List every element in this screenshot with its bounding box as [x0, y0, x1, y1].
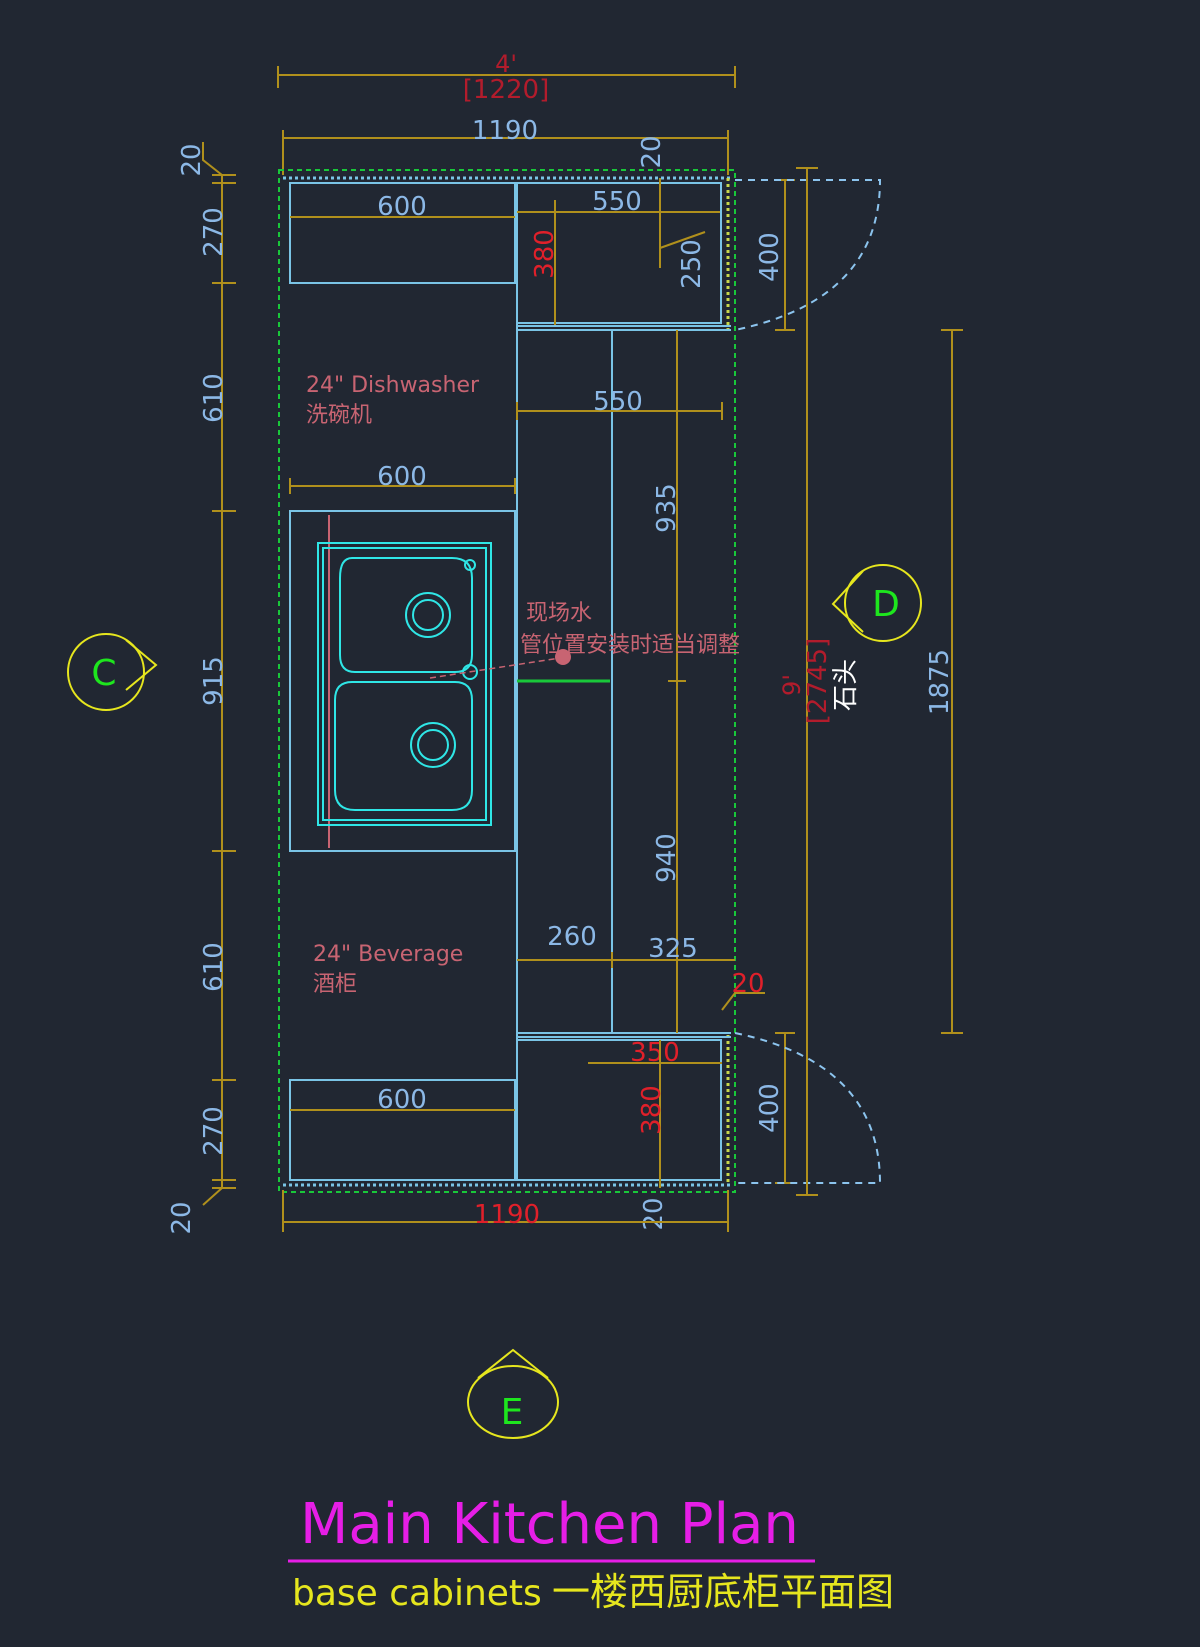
left-dimension-chain: 20 270 610 915 610 270 20 [167, 142, 236, 1235]
dim-top-right-depth-text: 380 [530, 229, 560, 279]
countertop-outline [278, 169, 736, 1193]
cabinet-bottom-left [289, 1079, 516, 1181]
right-length-imperial: 9' [778, 674, 806, 696]
dim-top-right-door-text: 400 [755, 232, 785, 282]
view-marker-e-letter: E [501, 1392, 524, 1433]
dim-top-left-width-text: 600 [377, 192, 427, 222]
dishwasher-label-cn: 洗碗机 [306, 403, 372, 428]
inner-width-top-label: 1190 [472, 116, 538, 146]
left-dim-bottom-gap: 20 [167, 1201, 197, 1234]
cabinet-layout [289, 182, 731, 1181]
dim-bottom-left-width: 600 [290, 1085, 515, 1115]
door-swing-bottom [734, 1032, 882, 1184]
right-length-metric: [2745] [803, 638, 833, 724]
left-dim-610-bottom: 610 [199, 942, 229, 992]
overall-width-imperial: 4' [495, 50, 517, 78]
dim-middle-width-text: 550 [593, 387, 643, 417]
beverage-label-cn: 酒柜 [313, 972, 357, 997]
dim-lower-gap-text: 20 [731, 969, 764, 999]
left-dim-610-top: 610 [199, 373, 229, 423]
overall-width-metric: [1220] [463, 75, 549, 105]
cabinet-bottom-right [516, 1039, 722, 1181]
double-sink [317, 515, 571, 848]
dim-bottom-right-depth-text: 380 [637, 1085, 667, 1135]
dim-bottom-left-width-text: 600 [377, 1085, 427, 1115]
dim-lower-left-text: 260 [547, 922, 597, 952]
door-swing-top [734, 179, 882, 331]
plan-subtitle-en: base cabinets [292, 1573, 542, 1614]
beverage-label: 24" Beverage [313, 942, 463, 967]
cabinet-top-right [516, 182, 722, 324]
left-dim-270-top: 270 [199, 207, 229, 257]
view-marker-c-letter: C [91, 653, 116, 694]
dim-top-right-gap-text: 20 [637, 135, 667, 168]
sink-cabinet [289, 510, 516, 852]
dim-bottom-right-gap-text: 20 [639, 1197, 669, 1230]
dim-top-left-width: 600 [290, 192, 515, 222]
dim-top-right-side-text: 250 [677, 239, 707, 289]
dim-top-right: 550 380 250 20 400 [517, 135, 795, 331]
view-marker-e: E [467, 1348, 559, 1439]
dim-middle-lengths: 935 940 [652, 330, 686, 1033]
dim-sink-cabinet-width: 600 [289, 462, 516, 494]
dim-lower-right-text: 325 [648, 934, 698, 964]
left-dim-270-bottom: 270 [199, 1106, 229, 1156]
plan-subtitle-cn: 一楼西厨底柜平面图 [552, 1570, 894, 1614]
water-note-line-2: 管位置安装时适当调整 [520, 633, 740, 658]
dim-middle-upper-text: 935 [652, 483, 682, 533]
view-marker-c: C [67, 633, 158, 711]
right-overall-dimension: 9' [2745] 石头 [778, 167, 861, 1196]
plan-title: Main Kitchen Plan [300, 1492, 799, 1557]
inner-width-bottom-text: 1190 [474, 1200, 540, 1230]
dim-sink-cabinet-width-text: 600 [377, 462, 427, 492]
dim-top-right-width-text: 550 [592, 187, 642, 217]
inner-width-top-dimension: 1190 [282, 116, 729, 175]
dim-bottom-right-door-text: 400 [755, 1083, 785, 1133]
dim-bottom-right: 350 380 20 400 [588, 1032, 795, 1231]
dishwasher-label: 24" Dishwasher [306, 373, 480, 398]
left-dim-915: 915 [199, 656, 229, 706]
dim-middle-lower-text: 940 [652, 833, 682, 883]
stone-label: 石头 [831, 659, 861, 711]
dim-middle-width: 550 [516, 387, 723, 420]
overall-width-dimension: 4' [1220] [277, 50, 736, 105]
view-marker-d: D [831, 564, 922, 642]
dim-lower-widths: 260 325 20 [517, 922, 765, 1011]
water-note-line-1: 现场水 [526, 601, 592, 626]
inner-width-bottom-dimension: 1190 [282, 1190, 729, 1232]
right-span-dimension: 1875 [925, 329, 963, 1034]
left-dim-top-gap: 20 [177, 143, 207, 176]
dim-bottom-right-width-text: 350 [630, 1038, 680, 1068]
view-marker-d-letter: D [872, 584, 900, 625]
cabinet-top-left [289, 182, 516, 284]
right-span-text: 1875 [925, 649, 955, 715]
